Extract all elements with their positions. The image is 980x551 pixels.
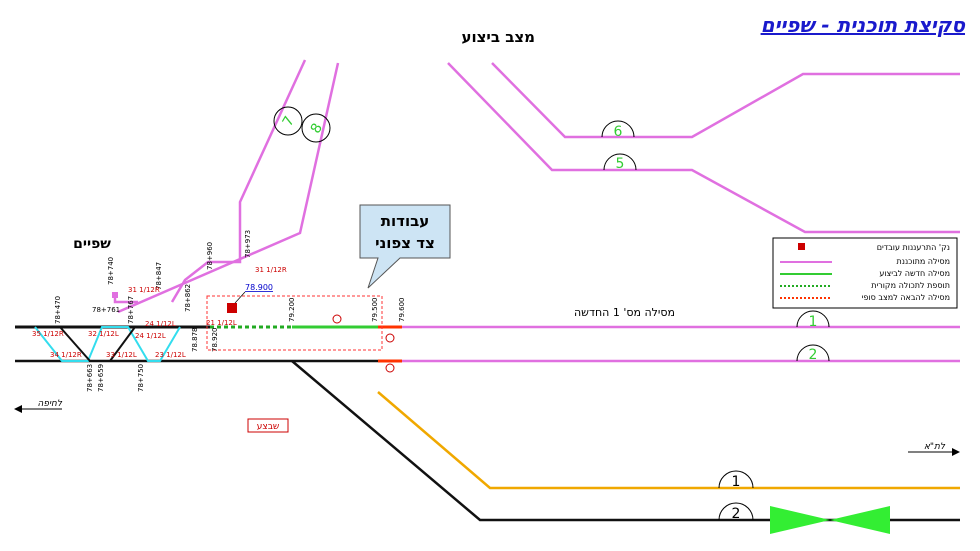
direction-west: לחיפה	[14, 399, 63, 413]
track-1-marker	[796, 310, 830, 328]
km-78-750: 78+750	[137, 364, 145, 392]
track-7-marker	[273, 106, 303, 136]
track-1-branch-orange	[377, 391, 960, 490]
green-marker-b	[830, 506, 890, 534]
km-78-663: 78+663	[86, 364, 94, 392]
direction-east: לת"א	[908, 442, 960, 456]
legend-label-1: מסילה מתוכננת	[897, 257, 951, 266]
crossover-black-b	[59, 326, 91, 362]
direction-west-label: לחיפה	[37, 399, 62, 409]
track-8	[117, 62, 340, 314]
track-2-marker	[796, 344, 830, 362]
switch-labels: 35 1/12R 32 1/12L 24 1/12L 31 1/12R 21 1…	[32, 266, 287, 359]
works-callout: עבודות צד צפוני	[359, 204, 451, 289]
km-78-862: 78+862	[184, 284, 192, 312]
switch-35: 35 1/12R	[32, 330, 64, 338]
switch-31-upper: 31 1/12R	[128, 286, 160, 294]
worker-point-leader	[234, 291, 246, 304]
track-1-orange-number: 1	[732, 474, 741, 490]
track-2-branch-black	[291, 360, 960, 522]
red-circle-3	[385, 363, 395, 373]
km-78-973: 78+973	[244, 230, 252, 258]
track-5-number: 5	[616, 156, 625, 172]
track-1-orange-marker	[718, 470, 754, 489]
km-79-200: 79.200	[288, 298, 296, 323]
legend-label-4: מסילה להבאה למצב סופי	[862, 293, 950, 302]
km-78-740: 78+740	[107, 257, 115, 285]
km-79-500: 79.500	[371, 298, 379, 323]
legend: נק' התרעננות עובדים מסילה מתוכננת מסילה …	[772, 237, 958, 309]
stub-end	[112, 292, 118, 298]
track-2-number: 2	[809, 347, 818, 363]
km-78-878: 78.878	[191, 328, 199, 353]
km-78-960: 78+960	[206, 242, 214, 270]
track-2-black-marker	[718, 502, 754, 521]
crossover-black-a	[109, 326, 136, 362]
switch-32: 32 1/12L	[88, 330, 119, 338]
km-78-761: 78+761	[92, 306, 120, 314]
track-7-number: 7	[280, 114, 298, 130]
track-6-upper	[491, 62, 960, 139]
legend-worker-square	[798, 243, 805, 250]
worker-point-square	[227, 303, 237, 313]
track-1-label: מסילה מס' 1 החדשה	[574, 306, 675, 319]
track-1-number: 1	[809, 314, 818, 330]
stage-stamp-box	[247, 418, 289, 433]
km-78-920: 78.920	[211, 328, 219, 353]
track-6-marker	[601, 120, 635, 138]
direction-east-label: לת"א	[924, 442, 946, 452]
track-5-upper	[447, 62, 960, 234]
switch-34: 34 1/12R	[50, 351, 82, 359]
track-2-black-number: 2	[732, 506, 741, 522]
legend-label-2: מסילה חדשה לביצוע	[879, 269, 950, 278]
planned-state-label: מצב ביצוע	[461, 28, 535, 46]
work-zone-box	[206, 295, 383, 351]
switch-24: 24 1/12L	[145, 320, 176, 328]
switch-23: 23 1/12L	[155, 351, 186, 359]
callout-line2: צד צפוני	[375, 234, 435, 252]
legend-label-3: תוספת לתכולה מקורית	[871, 281, 950, 290]
km-78-767: 78+767	[127, 296, 135, 324]
stage-stamp: שבצע	[257, 422, 280, 432]
green-marker	[770, 506, 830, 534]
switch-22: 24 1/12L	[135, 332, 166, 340]
station-name: שפיים	[73, 236, 111, 252]
crossover-cyan	[34, 326, 181, 362]
km-78-847: 78+847	[155, 262, 163, 290]
track-5-marker	[603, 153, 637, 171]
track-6-number: 6	[614, 124, 623, 140]
km-78-470: 78+470	[54, 296, 62, 324]
callout-line1: עבודות	[381, 212, 430, 230]
track-8-marker	[301, 113, 331, 143]
km-79-600: 79.600	[398, 298, 406, 323]
switch-21: 21 1/12L	[206, 319, 237, 327]
worker-point-value: 78.900	[245, 283, 273, 292]
plan-title[interactable]: סקיצת תוכנית - שפיים	[761, 13, 967, 37]
switch-31-right: 31 1/12R	[255, 266, 287, 274]
switch-33: 33 1/12L	[106, 351, 137, 359]
red-circle-1	[332, 314, 342, 324]
km-78-659: 78+659	[97, 364, 105, 392]
legend-label-0: נק' התרעננות עובדים	[877, 243, 950, 252]
km-labels: 79.200 79.500 79.600 78.920 78.878 78+86…	[54, 230, 406, 392]
red-circle-2	[385, 333, 395, 343]
